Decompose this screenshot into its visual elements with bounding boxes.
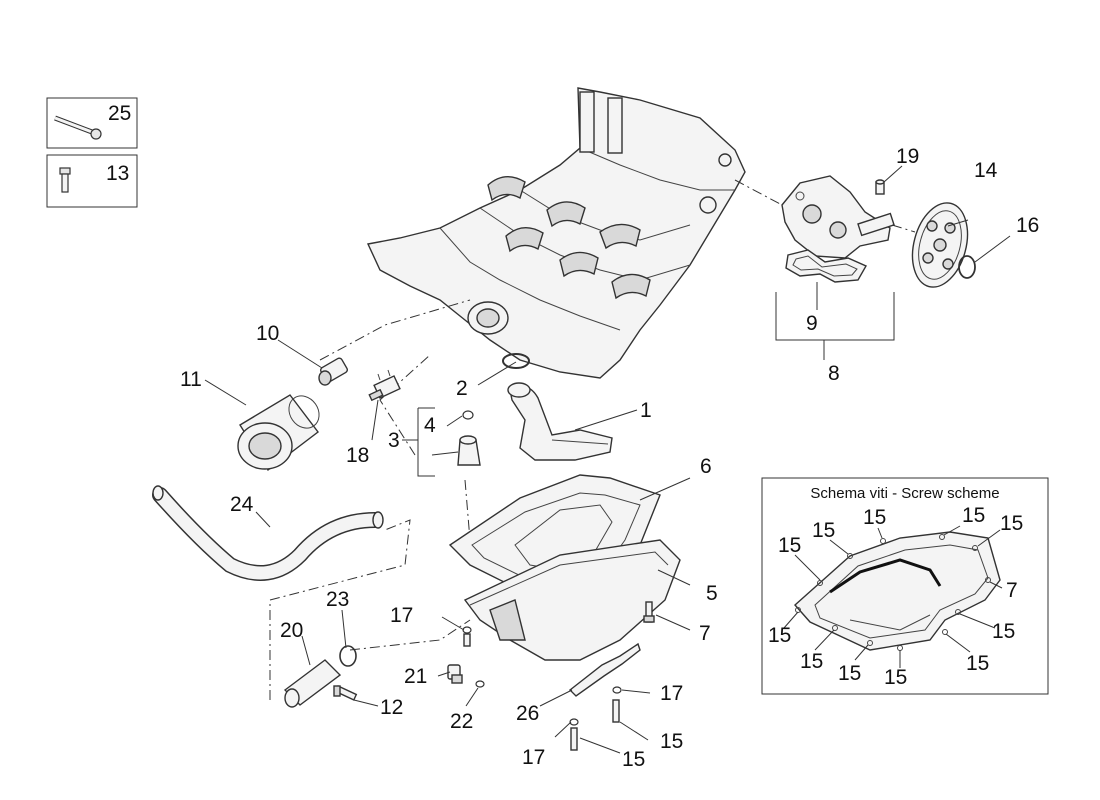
oil-filter <box>237 394 320 472</box>
inset-callout-15-3: 15 <box>863 506 886 529</box>
callout-24: 24 <box>230 493 254 516</box>
inset-callouts: 15 15 15 15 15 15 7 15 15 15 15 15 15 15 <box>768 504 1023 689</box>
inset-callout-15-2: 15 <box>812 519 835 542</box>
callout-8: 8 <box>828 362 840 385</box>
callout-7a: 7 <box>699 622 711 645</box>
callout-15a: 15 <box>660 730 683 753</box>
washer-17c <box>569 718 579 726</box>
sump-bolt-7 <box>643 601 655 623</box>
relief-valve <box>283 659 342 708</box>
inset-title: Schema viti - Screw scheme <box>810 485 999 502</box>
callout-6: 6 <box>700 455 712 478</box>
inset-callout-15-6: 15 <box>768 624 791 647</box>
washer-17a <box>462 626 472 647</box>
bracket <box>568 642 641 697</box>
legend-box-long-bolt: 25 <box>46 97 138 149</box>
inset-callout-15-4: 15 <box>962 504 985 527</box>
legend-number-13: 13 <box>106 162 129 185</box>
callout-15b: 15 <box>622 748 645 771</box>
filter-adaptor <box>318 357 348 386</box>
inset-callout-7: 7 <box>1006 579 1018 602</box>
callout-20: 20 <box>280 619 303 642</box>
leader-lines <box>204 165 1011 754</box>
callout-2: 2 <box>456 377 468 400</box>
oil-sump <box>463 539 681 661</box>
bolt-15b <box>570 727 578 751</box>
callout-9: 9 <box>806 312 818 335</box>
valve-screw <box>333 685 358 701</box>
long-bolt-icon <box>54 115 102 140</box>
screw-scheme-inset: Schema viti - Screw scheme <box>761 477 1049 695</box>
bolt-15a <box>612 699 620 723</box>
callout-19: 19 <box>896 145 919 168</box>
callout-3: 3 <box>388 429 400 452</box>
callout-26: 26 <box>516 702 539 725</box>
strainer <box>457 435 481 466</box>
o-ring <box>502 353 530 369</box>
inset-leader-lines <box>783 525 1003 668</box>
o-ring-small <box>462 410 474 420</box>
inset-callout-15-1: 15 <box>778 534 801 557</box>
callout-17c: 17 <box>522 746 545 769</box>
crankcase <box>366 87 746 379</box>
callout-23: 23 <box>326 588 349 611</box>
callout-4: 4 <box>424 414 436 437</box>
oil-hose <box>152 485 384 581</box>
inset-callout-15-7: 15 <box>992 620 1015 643</box>
inset-callout-15-11: 15 <box>966 652 989 675</box>
relief-valve-o-ring <box>339 645 357 667</box>
oil-pump-gasket <box>785 249 867 283</box>
inset-callout-15-9: 15 <box>838 662 861 685</box>
oil-pump <box>781 175 895 259</box>
callout-14: 14 <box>974 159 998 182</box>
inset-gasket <box>794 531 1001 651</box>
washer-17b <box>612 686 622 694</box>
callout-1: 1 <box>640 399 652 422</box>
callout-16: 16 <box>1016 214 1039 237</box>
callout-18: 18 <box>346 444 369 467</box>
oil-pickup <box>507 382 613 461</box>
legend-number-25: 25 <box>108 102 131 125</box>
legend-box-short-screw: 13 <box>46 154 138 208</box>
pressure-sensor <box>368 369 401 402</box>
drain-plug <box>447 664 463 684</box>
short-screw-icon <box>59 167 71 193</box>
inset-callout-15-8: 15 <box>800 650 823 673</box>
inset-callout-15-5: 15 <box>1000 512 1023 535</box>
callout-21: 21 <box>404 665 427 688</box>
circlip <box>958 255 976 279</box>
callout-11: 11 <box>180 368 202 391</box>
callout-5: 5 <box>706 582 718 605</box>
callout-17b: 17 <box>660 682 683 705</box>
callout-numbers: 1 2 3 4 5 6 7 8 9 10 11 12 14 15 15 16 1… <box>180 145 1039 771</box>
callout-10: 10 <box>256 322 279 345</box>
pump-gear <box>911 202 969 288</box>
callout-12: 12 <box>380 696 403 719</box>
inset-callout-15-10: 15 <box>884 666 907 689</box>
callout-22: 22 <box>450 710 473 733</box>
callout-17a: 17 <box>390 604 413 627</box>
drain-washer <box>475 680 485 688</box>
dowel-pin <box>875 179 885 195</box>
